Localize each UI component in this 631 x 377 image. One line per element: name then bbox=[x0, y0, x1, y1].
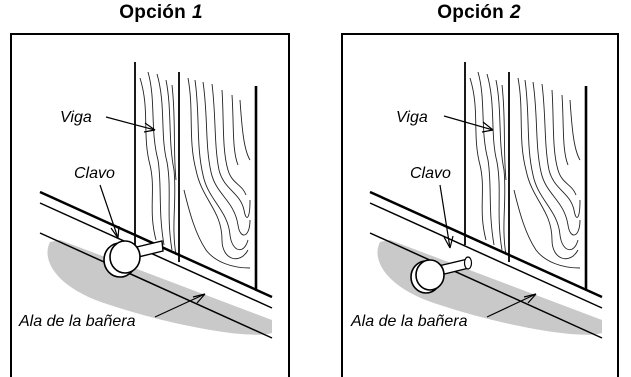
option-1-flange-label: Ala de la bañera bbox=[18, 313, 136, 330]
option-2-title-text: Opción bbox=[437, 2, 504, 23]
option-2-number: 2 bbox=[509, 2, 521, 23]
option-1-beam bbox=[134, 62, 258, 290]
option-2-nail-label: Clavo bbox=[410, 165, 451, 182]
option-2-beam-label: Viga bbox=[396, 109, 428, 126]
option-2-illustration: Viga Clavo Ala de la bañera bbox=[341, 33, 619, 377]
option-2-beam bbox=[464, 62, 588, 290]
option-2-frame bbox=[341, 33, 619, 377]
option-2-leaders bbox=[439, 115, 537, 318]
option-2-nail bbox=[410, 256, 473, 294]
option-1-illustration: Viga Clavo Ala de la bañera bbox=[10, 33, 290, 377]
option-1-nail-label: Clavo bbox=[74, 165, 115, 182]
option-1-nail bbox=[103, 240, 164, 278]
option-1-title-text: Opción bbox=[119, 2, 186, 23]
option-2-tub-flange bbox=[369, 190, 603, 339]
option-2-flange-label: Ala de la bañera bbox=[350, 313, 468, 330]
option-1-number: 1 bbox=[191, 2, 203, 23]
option-1-beam-label: Viga bbox=[60, 109, 92, 126]
option-1-leaders bbox=[99, 116, 206, 318]
option-1-frame bbox=[10, 33, 290, 377]
